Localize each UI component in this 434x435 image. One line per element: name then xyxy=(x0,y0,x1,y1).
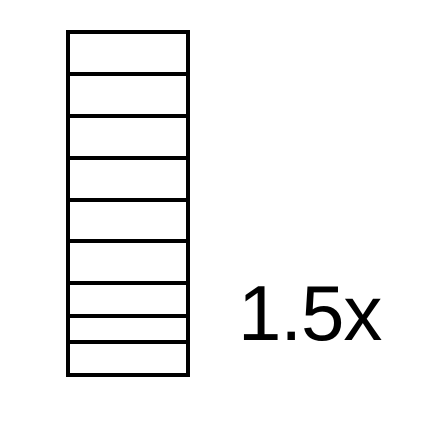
stack-outline xyxy=(66,30,190,377)
scale-factor-label: 1.5x xyxy=(238,269,382,357)
stack-dividers xyxy=(68,72,188,344)
